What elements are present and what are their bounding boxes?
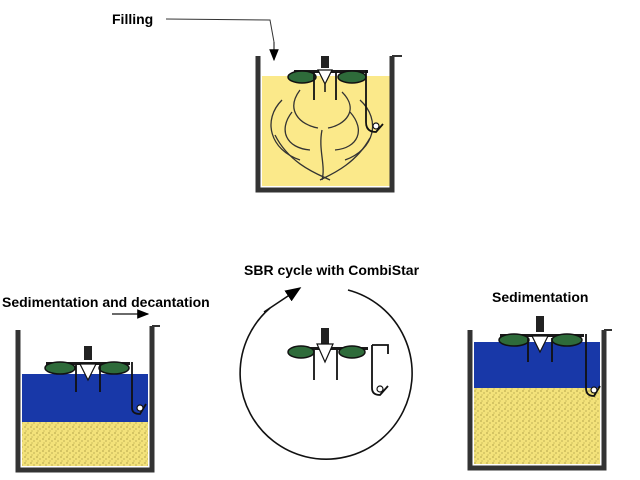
- cycle-arrow: [263, 287, 302, 313]
- sedimentation-label: Sedimentation: [492, 289, 589, 305]
- sedimentation-sludge: [474, 388, 600, 464]
- filling-tank: [165, 18, 402, 193]
- cycle-path: [239, 289, 413, 460]
- sedimentation-tank-wall: [467, 330, 607, 471]
- decantation-mixer: [44, 346, 147, 415]
- cycle-title: SBR cycle with CombiStar: [244, 262, 420, 278]
- filling-tank-wall: [255, 56, 395, 193]
- filling-label: Filling: [112, 11, 154, 27]
- sedimentation-mixer: [498, 316, 601, 397]
- decantation-tank: [15, 309, 160, 473]
- cycle-circle: [239, 287, 413, 460]
- decantation-sludge: [22, 422, 148, 466]
- filling-mixer: [287, 56, 384, 133]
- center-mixer: [287, 328, 389, 396]
- sedimentation-decantation-label: Sedimentation and decantation: [2, 294, 210, 310]
- sedimentation-clear-water: [474, 342, 600, 388]
- sedimentation-tank: [467, 316, 612, 471]
- filling-inflow-line: [165, 18, 275, 43]
- filling-liquid: [262, 76, 390, 186]
- decantation-clear-water: [22, 374, 148, 422]
- decantation-tank-wall: [15, 326, 155, 473]
